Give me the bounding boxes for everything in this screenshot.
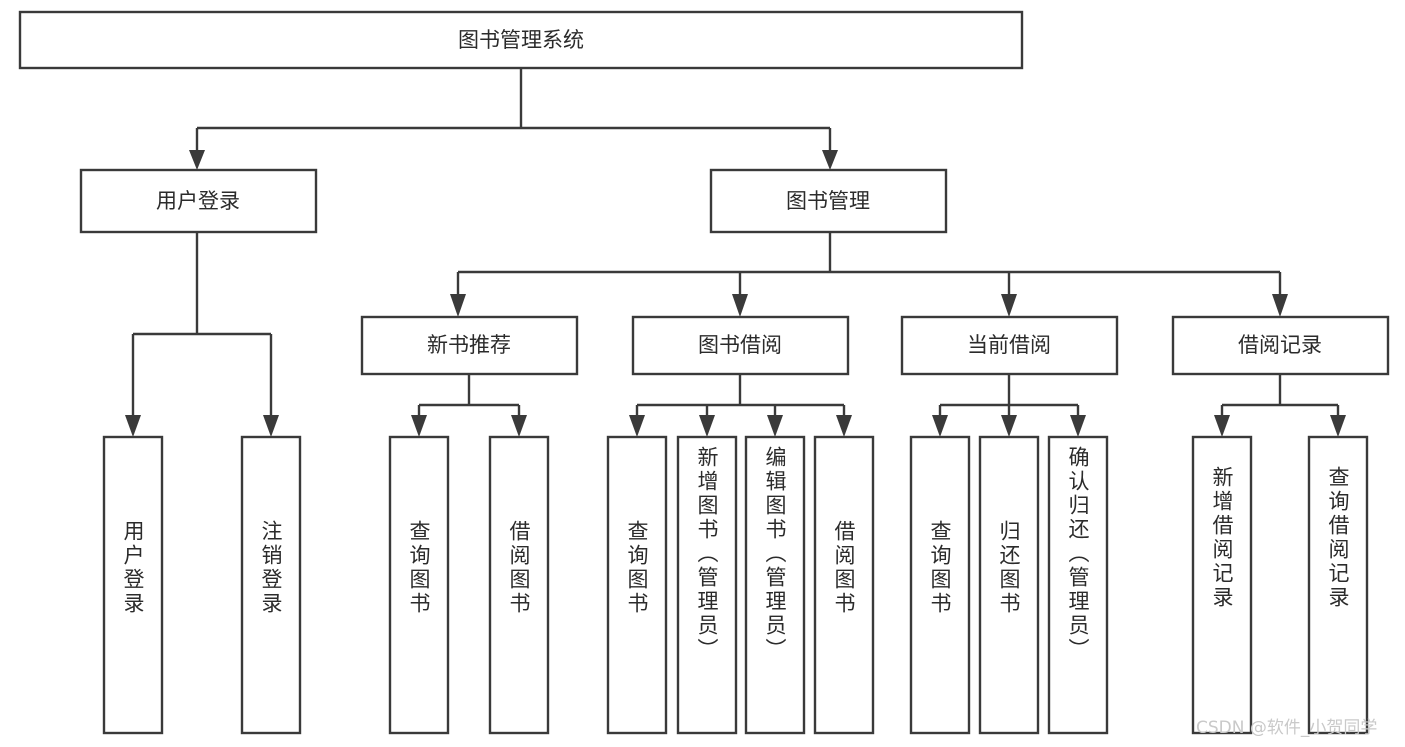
node-leaf-edit-book[interactable]: 编辑图书（管理员） xyxy=(744,435,806,735)
node-book-borrow[interactable]: 图书借阅 xyxy=(631,315,850,376)
node-leaf-query-book-2[interactable]: 查询图书 xyxy=(606,435,668,735)
node-leaf-query-book-2-label: 查询图书 xyxy=(625,520,649,616)
arrow-head-icon xyxy=(125,415,141,437)
connector-bookborrow-to-leaves xyxy=(629,374,852,437)
arrow-head-icon xyxy=(836,415,852,437)
node-leaf-borrow-book-2-label: 借阅图书 xyxy=(832,520,856,616)
node-leaf-edit-book-label: 编辑图书（管理员） xyxy=(763,446,787,662)
connector-root-to-level2 xyxy=(189,68,838,170)
arrow-head-icon xyxy=(1272,294,1288,317)
node-root-label: 图书管理系统 xyxy=(458,28,584,52)
node-leaf-add-record[interactable]: 新增借阅记录 xyxy=(1191,435,1253,735)
arrow-head-icon xyxy=(629,415,645,437)
node-leaf-query-book-3[interactable]: 查询图书 xyxy=(909,435,971,735)
arrow-head-icon xyxy=(1070,415,1086,437)
node-leaf-query-record-label: 查询借阅记录 xyxy=(1326,466,1350,610)
node-user-login[interactable]: 用户登录 xyxy=(79,168,318,234)
node-leaf-return-book-label: 归还图书 xyxy=(997,520,1021,616)
node-user-login-label: 用户登录 xyxy=(156,189,240,213)
arrow-head-icon xyxy=(411,415,427,437)
node-root[interactable]: 图书管理系统 xyxy=(18,10,1024,70)
node-book-management-label: 图书管理 xyxy=(786,189,870,213)
node-leaf-logout-login[interactable]: 注销登录 xyxy=(240,435,302,735)
connector-userlogin-to-leaves xyxy=(125,232,279,437)
arrow-head-icon xyxy=(263,415,279,437)
connector-bookmgmt-to-level3 xyxy=(450,232,1288,317)
connector-newbook-to-leaves xyxy=(411,374,527,437)
arrow-head-icon xyxy=(189,150,205,170)
arrow-head-icon xyxy=(932,415,948,437)
node-borrow-record[interactable]: 借阅记录 xyxy=(1171,315,1390,376)
node-new-book-recommend[interactable]: 新书推荐 xyxy=(360,315,579,376)
node-leaf-add-book-label: 新增图书（管理员） xyxy=(695,446,719,662)
node-leaf-add-book[interactable]: 新增图书（管理员） xyxy=(676,435,738,735)
arrow-head-icon xyxy=(1330,415,1346,437)
node-leaf-confirm-return[interactable]: 确认归还（管理员） xyxy=(1047,435,1109,735)
arrow-head-icon xyxy=(1001,294,1017,317)
arrow-head-icon xyxy=(450,294,466,317)
node-leaf-borrow-book-1-label: 借阅图书 xyxy=(507,520,531,616)
arrow-head-icon xyxy=(822,150,838,170)
node-leaf-user-login-label: 用户登录 xyxy=(121,520,145,616)
connector-borrowrecord-to-leaves xyxy=(1214,374,1346,437)
node-leaf-add-record-label: 新增借阅记录 xyxy=(1210,466,1234,610)
node-leaf-logout-login-label: 注销登录 xyxy=(259,520,283,616)
node-leaf-return-book[interactable]: 归还图书 xyxy=(978,435,1040,735)
node-leaf-query-record[interactable]: 查询借阅记录 xyxy=(1307,435,1369,735)
node-leaf-confirm-return-label: 确认归还（管理员） xyxy=(1066,446,1090,662)
arrow-head-icon xyxy=(767,415,783,437)
arrow-head-icon xyxy=(699,415,715,437)
node-new-book-recommend-label: 新书推荐 xyxy=(427,333,511,357)
node-leaf-user-login[interactable]: 用户登录 xyxy=(102,435,164,735)
node-leaf-borrow-book-1[interactable]: 借阅图书 xyxy=(488,435,550,735)
node-leaf-query-book-1-label: 查询图书 xyxy=(407,520,431,616)
node-current-borrow-label: 当前借阅 xyxy=(967,333,1051,357)
node-current-borrow[interactable]: 当前借阅 xyxy=(900,315,1119,376)
connector-currentborrow-to-leaves xyxy=(932,374,1086,437)
node-leaf-borrow-book-2[interactable]: 借阅图书 xyxy=(813,435,875,735)
csdn-watermark: CSDN @软件_小贺同学 xyxy=(1196,718,1377,738)
node-book-management[interactable]: 图书管理 xyxy=(709,168,948,234)
node-borrow-record-label: 借阅记录 xyxy=(1238,333,1322,357)
arrow-head-icon xyxy=(511,415,527,437)
arrow-head-icon xyxy=(732,294,748,317)
node-book-borrow-label: 图书借阅 xyxy=(698,333,782,357)
node-leaf-query-book-3-label: 查询图书 xyxy=(928,520,952,616)
arrow-head-icon xyxy=(1214,415,1230,437)
arrow-head-icon xyxy=(1001,415,1017,437)
node-leaf-query-book-1[interactable]: 查询图书 xyxy=(388,435,450,735)
